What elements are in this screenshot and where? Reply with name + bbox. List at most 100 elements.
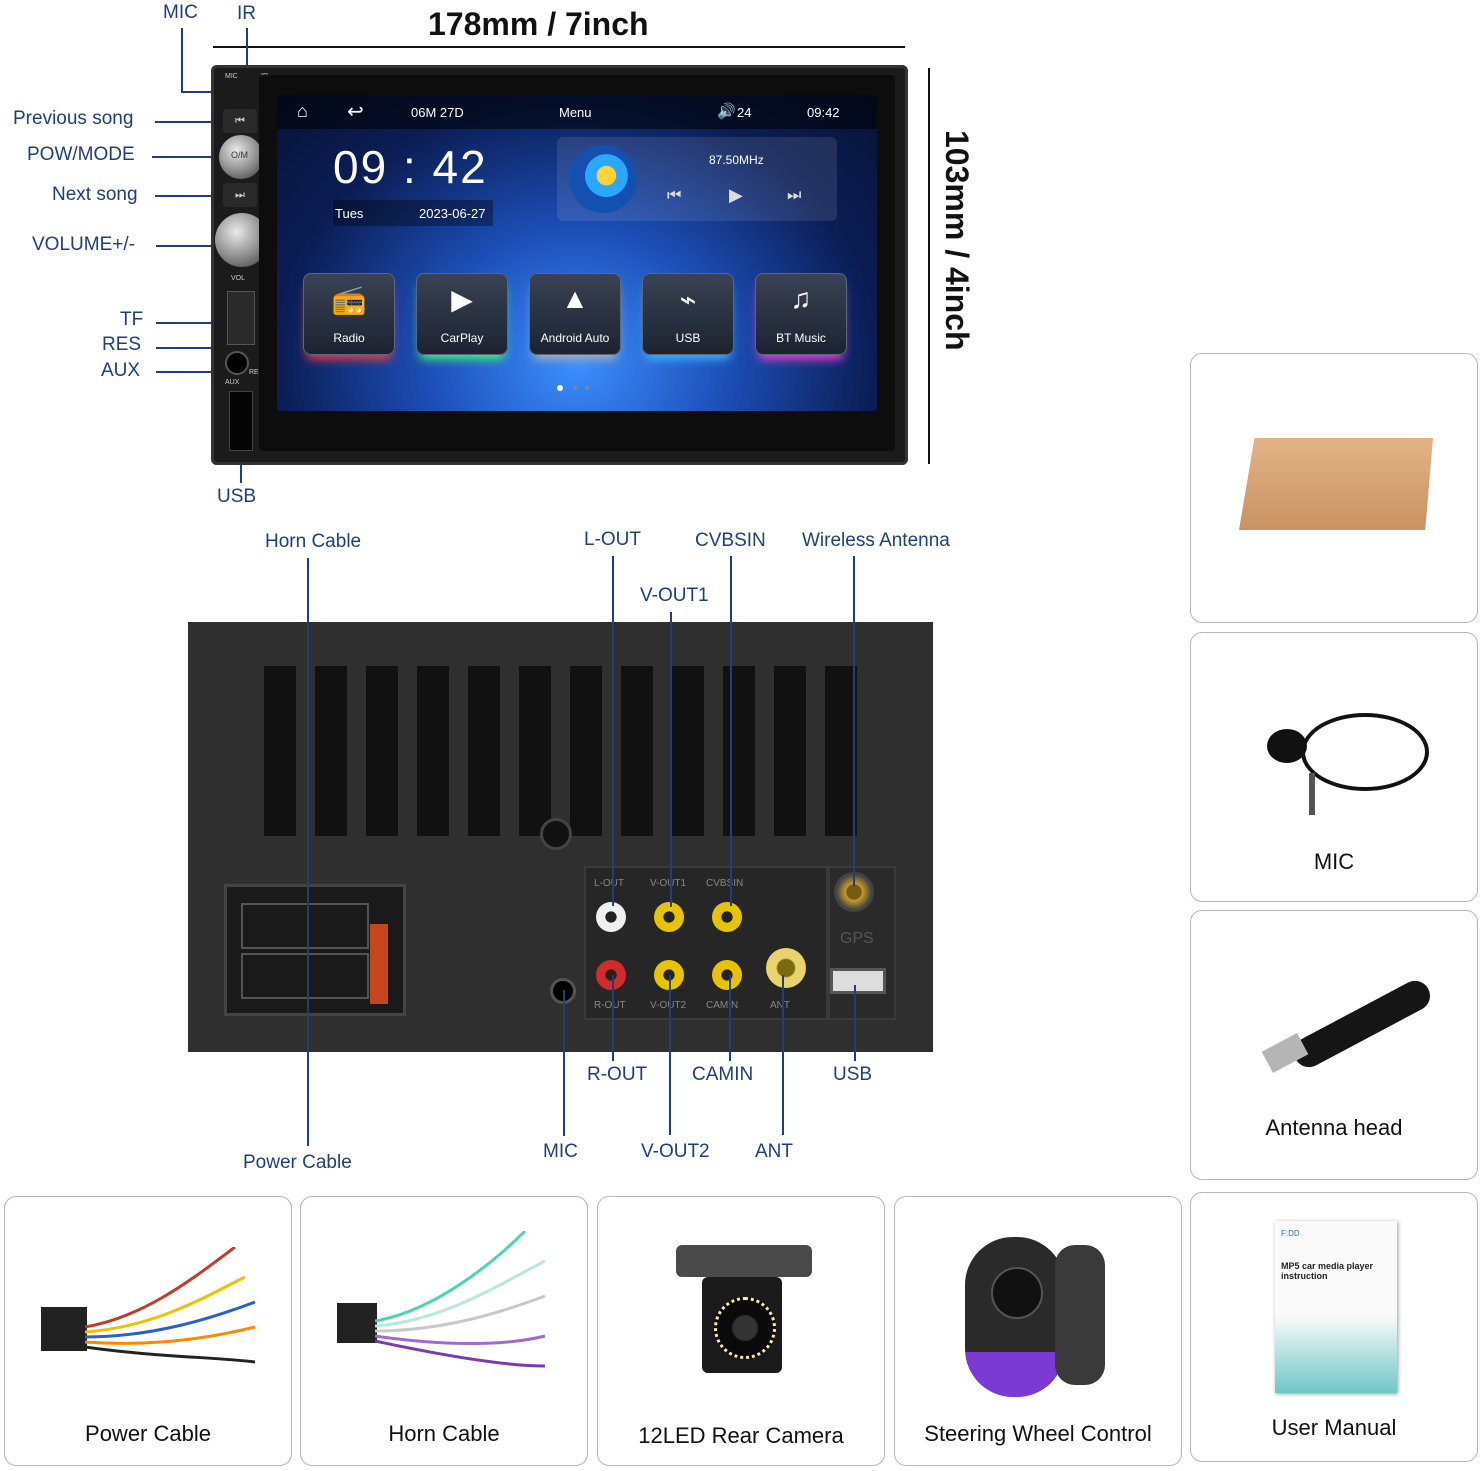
heat-sink-fin (570, 666, 602, 836)
rca-bottom-mark-1: R-OUT (594, 1000, 626, 1011)
clock-weekday: Tues (335, 206, 364, 221)
height-dimension: 103mm / 4inch (939, 130, 975, 351)
leader-v-out2 (669, 975, 671, 1135)
pow-mode-button[interactable]: O/M (219, 135, 263, 179)
tf-card-slot[interactable] (227, 291, 255, 345)
mic-head-icon (1267, 729, 1307, 763)
head-unit-rear: L-OUT V-OUT1 CVBSIN R-OUT V-OUT2 CAMIN A… (188, 622, 933, 1052)
rca-top-mark-2: V-OUT1 (650, 878, 687, 889)
clock-date-bar (333, 200, 493, 226)
leader-camin (729, 975, 731, 1061)
heat-sink-fin (621, 666, 653, 836)
previous-song-button[interactable]: ⏮ (223, 109, 257, 133)
app-tile-label: CarPlay (440, 331, 484, 345)
user-manual-booklet: F:DD MP5 car media player instruction (1275, 1221, 1397, 1393)
card-mic-caption: MIC (1313, 849, 1355, 874)
label-wireless-antenna: Wireless Antenna (802, 530, 950, 551)
app-tile-radio[interactable]: 📻 Radio (303, 273, 395, 355)
heat-sink-fin (468, 666, 500, 836)
card-antenna: Antenna head (1190, 910, 1478, 1180)
mic-cable (1301, 713, 1429, 791)
app-tile-label: BT Music (776, 331, 826, 345)
radio-icon: 📻 (331, 284, 367, 315)
app-tile-android-auto[interactable]: ▲Android Auto (529, 273, 621, 355)
app-tile-label: Radio (333, 331, 365, 345)
leader-pow (152, 156, 222, 158)
app-tile-bt-music[interactable]: ♫ BT Music (755, 273, 847, 355)
v-out1-jack[interactable] (654, 902, 684, 932)
leader-usb-rear (854, 985, 856, 1061)
aux-jack[interactable] (225, 351, 249, 375)
leader-next (155, 195, 225, 197)
label-usb-rear: USB (833, 1064, 873, 1085)
music-note-icon: ♫ (790, 283, 812, 314)
status-bar: ⌂ ↩ 06M 27D Menu 🔊 24 09:42 (277, 95, 877, 129)
radio-play-icon[interactable]: ▶ (729, 185, 743, 205)
home-icon[interactable]: ⌂ (297, 101, 308, 121)
panel-mark-res: RES (249, 369, 264, 376)
status-date: 06M 27D (411, 105, 464, 120)
iso-connector-top (241, 903, 369, 949)
heat-sink-fin (672, 666, 704, 836)
cvbsin-jack[interactable] (712, 902, 742, 932)
app-tile-carplay[interactable]: ▶ CarPlay (416, 273, 508, 355)
manual-brand: F:DD (1281, 1229, 1300, 1238)
r-out-jack[interactable] (596, 960, 626, 990)
clock-widget[interactable]: 09 : 42 Tues 2023-06-27 (327, 140, 497, 228)
heat-sink-fin (366, 666, 398, 836)
l-out-jack[interactable] (596, 902, 626, 932)
rca-bottom-mark-2: V-OUT2 (650, 1000, 686, 1011)
leader-ir (246, 28, 248, 88)
leader-mic-v (181, 28, 183, 92)
radio-prev-icon[interactable]: ⏮ (667, 187, 682, 204)
app-tile-usb[interactable]: ⌁USB (642, 273, 734, 355)
menu-button[interactable]: Menu (559, 105, 592, 120)
next-song-button[interactable]: ⏭ (223, 183, 257, 207)
leader-l-out (612, 556, 614, 906)
head-unit-front: MIC IR ⏮ O/M ⏭ VOL AUX RES ⌂ ↩ 06M 27D M… (211, 65, 908, 465)
back-icon[interactable]: ↩ (347, 101, 364, 123)
card-box (1190, 353, 1478, 623)
play-circle-icon: ▶ (451, 284, 473, 315)
gps-mark: GPS (840, 930, 874, 947)
label-mic: MIC (163, 2, 198, 23)
manual-cover-title: MP5 car media player instruction (1281, 1261, 1374, 1281)
rca-bottom-mark-3: CAMIN (706, 1000, 739, 1011)
steering-mount (1055, 1245, 1105, 1385)
label-v-out2: V-OUT2 (641, 1141, 710, 1162)
radio-next-icon[interactable]: ⏭ (787, 187, 802, 204)
panel-mark-aux: AUX (225, 379, 240, 386)
heat-sink-fin (417, 666, 449, 836)
status-volume: 24 (737, 105, 752, 120)
label-aux: AUX (101, 360, 141, 381)
leader-mic-rear (563, 990, 565, 1136)
label-r-out: R-OUT (587, 1064, 648, 1085)
camin-jack[interactable] (712, 960, 742, 990)
radio-widget[interactable]: 87.50MHz ⏮ ▶ ⏭ (557, 137, 837, 221)
label-power-cable: Power Cable (243, 1152, 352, 1173)
touch-screen[interactable]: ⌂ ↩ 06M 27D Menu 🔊 24 09:42 09 : 42 Tues… (277, 95, 877, 411)
heat-sink-fin (315, 666, 347, 836)
page-dot-active (557, 385, 563, 391)
leader-power-cable (307, 918, 309, 1146)
app-tile-label: Android Auto (540, 331, 610, 345)
label-camin: CAMIN (692, 1064, 754, 1085)
leader-cvbsin (730, 556, 732, 906)
card-horn-cable: Horn Cable (300, 1196, 588, 1466)
leader-usb (240, 455, 242, 483)
label-ant: ANT (755, 1141, 793, 1162)
page-dot (573, 386, 577, 390)
label-l-out: L-OUT (584, 529, 641, 550)
height-dimension-line (928, 68, 930, 464)
label-usb: USB (217, 486, 257, 507)
ant-jack[interactable] (766, 948, 806, 988)
card-power-cable-caption: Power Cable (85, 1421, 211, 1446)
usb-port-rear[interactable] (830, 968, 886, 994)
heat-sink-fin (825, 666, 857, 836)
rca-panel: L-OUT V-OUT1 CVBSIN R-OUT V-OUT2 CAMIN A… (584, 866, 828, 1020)
label-volume: VOLUME+/- (32, 234, 135, 255)
usb-port-front[interactable] (229, 391, 253, 451)
packaging-box (1239, 438, 1433, 530)
leader-tf (156, 322, 236, 324)
front-button-column: MIC IR ⏮ O/M ⏭ VOL AUX RES (215, 73, 269, 455)
